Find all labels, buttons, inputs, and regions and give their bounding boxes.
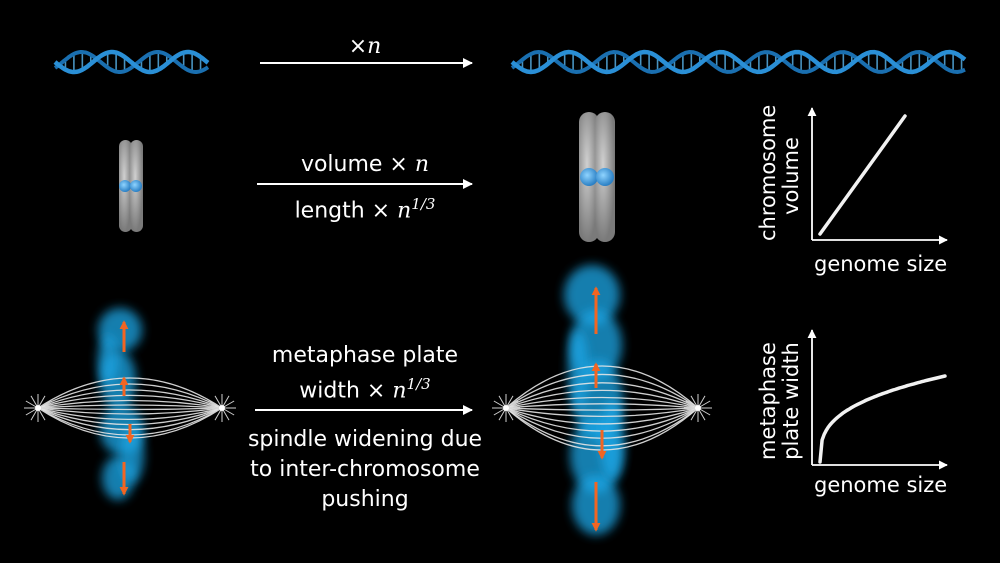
spindle-small-icon xyxy=(24,308,236,500)
row3-plate-line1: metaphase plate xyxy=(271,343,459,368)
plot1-y-label: chromosome volume xyxy=(756,104,803,241)
spindle-large-icon xyxy=(492,265,712,535)
plot2-x-label: genome size xyxy=(814,473,948,497)
chromosome-small-icon xyxy=(119,140,143,232)
plot-chromosome-volume xyxy=(807,107,948,245)
plot-metaphase-plate-width xyxy=(807,329,948,470)
plot2-y-label: metaphase plate width xyxy=(756,342,803,460)
row2-length-label: length × n1/3 xyxy=(294,195,436,224)
row1-label: ×n xyxy=(348,34,382,59)
chromosome-large-icon xyxy=(579,112,615,242)
dna-helix-large-icon xyxy=(510,49,967,75)
row2-volume-label: volume × n xyxy=(300,152,430,177)
plot1-x-label: genome size xyxy=(814,252,948,276)
row3-note-line2: to inter-chromosome xyxy=(250,457,480,482)
plot2-cube-root-curve xyxy=(818,374,947,464)
row3-note-line3: pushing xyxy=(321,487,409,512)
plot1-linear-curve xyxy=(818,114,907,236)
dna-helix-small-icon xyxy=(53,49,210,75)
row3-plate-line2: width × n1/3 xyxy=(299,375,431,404)
row3-note-line1: spindle widening due xyxy=(247,427,483,452)
